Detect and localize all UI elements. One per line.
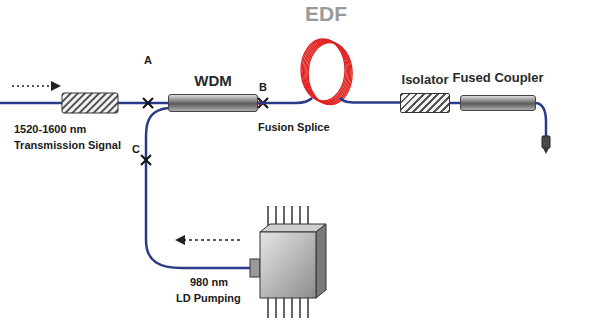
pump-name: LD Pumping bbox=[176, 292, 241, 304]
pump-arrow bbox=[176, 239, 240, 241]
laser-diode-module bbox=[250, 206, 326, 318]
component-label: Fused Coupler bbox=[452, 70, 543, 85]
splice-point-label: A bbox=[144, 54, 152, 66]
component-label: Isolator bbox=[402, 72, 449, 87]
input-isolator bbox=[62, 93, 118, 113]
output-fiber bbox=[536, 103, 546, 136]
optical-fiber bbox=[356, 101, 400, 104]
optical-fiber bbox=[258, 102, 296, 105]
output-connector-tip bbox=[543, 148, 549, 154]
signal-name: Transmission Signal bbox=[14, 139, 121, 151]
wdm-coupler: WDM bbox=[168, 94, 258, 112]
fused-coupler: Fused Coupler bbox=[460, 95, 536, 111]
output-connector bbox=[542, 136, 550, 148]
signal-band: 1520-1600 nm bbox=[14, 123, 86, 135]
optical-fiber bbox=[450, 102, 460, 105]
splice-point-label: C bbox=[132, 143, 140, 155]
isolator: Isolator bbox=[400, 93, 450, 113]
pump-wavelength: 980 nm bbox=[190, 276, 228, 288]
splice-point-label: B bbox=[259, 81, 267, 93]
erbium-doped-fiber-coil: EDF bbox=[296, 36, 356, 112]
pump-fiber bbox=[146, 108, 252, 268]
component-label: EDF bbox=[305, 2, 347, 26]
fiber-coil bbox=[296, 36, 356, 112]
component-label: WDM bbox=[194, 72, 232, 89]
signal-arrow bbox=[12, 85, 60, 87]
splice-note: Fusion Splice bbox=[258, 121, 330, 133]
